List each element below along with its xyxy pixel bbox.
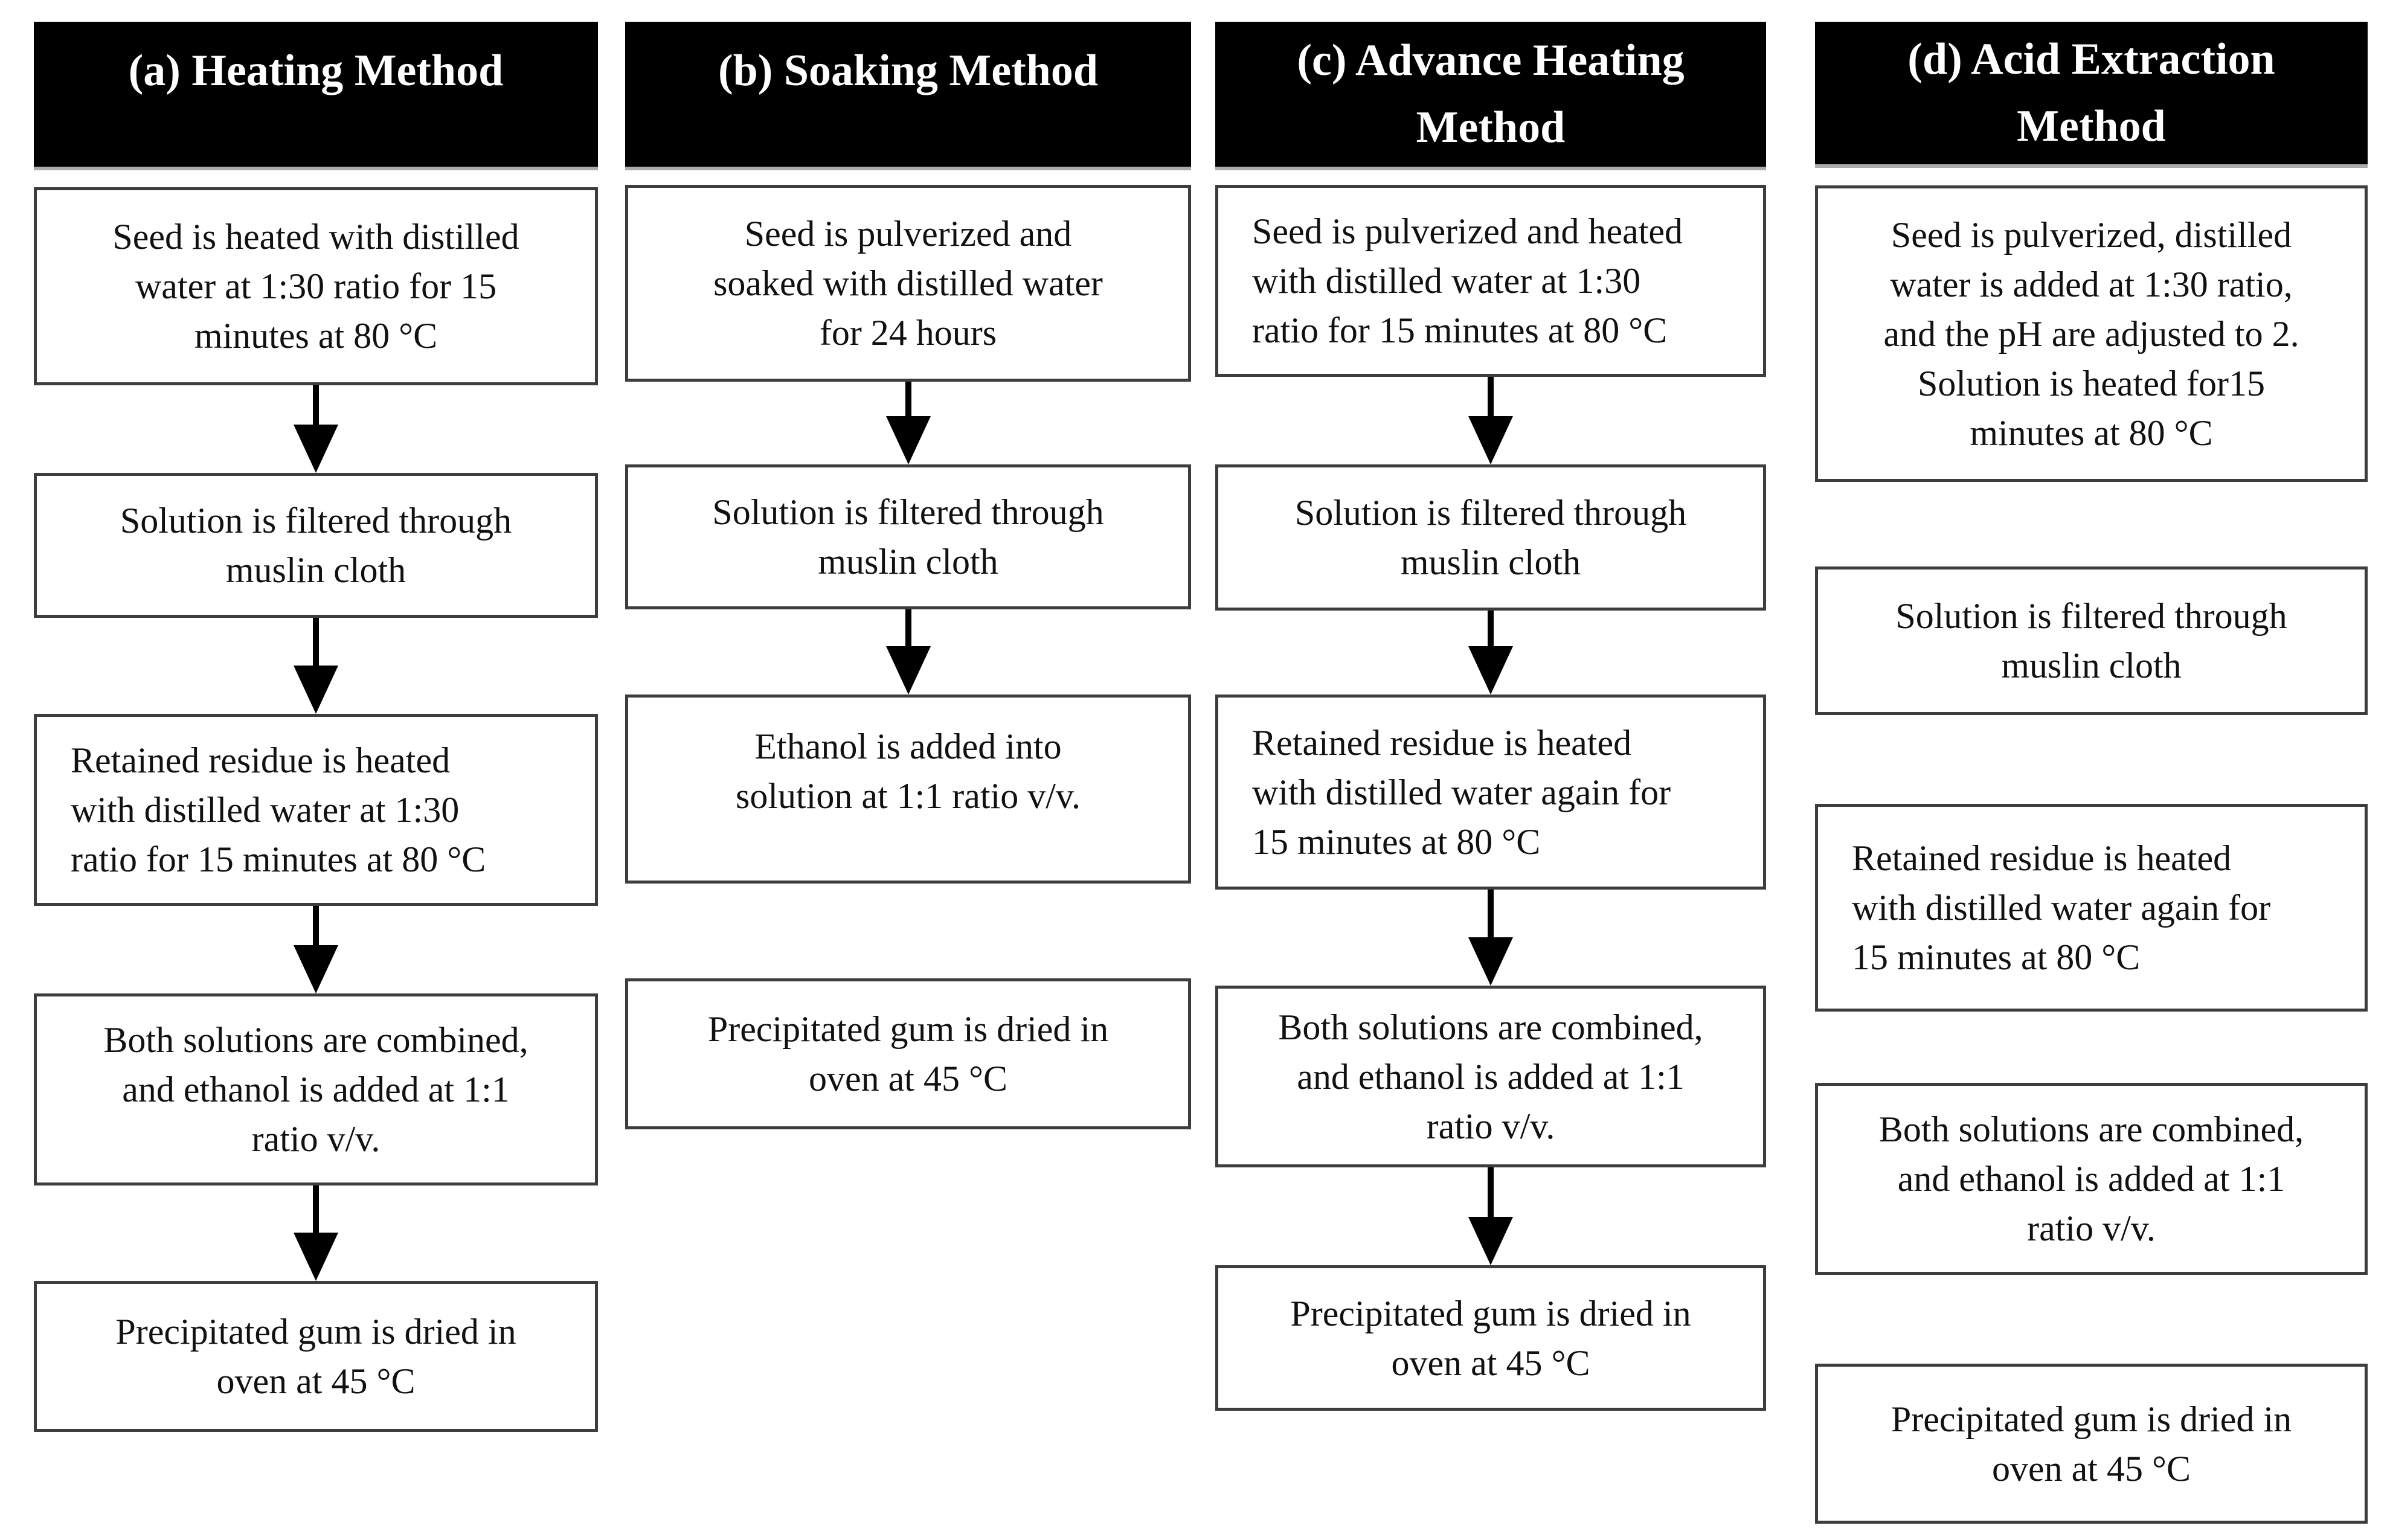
- step-box-a1: Seed is heated with distilled water at 1…: [34, 187, 598, 385]
- down-arrow-icon: [292, 906, 340, 993]
- down-arrow-icon: [1466, 377, 1515, 464]
- step-box-c1: Seed is pulverized and heated with disti…: [1215, 185, 1766, 377]
- arrow-shaft: [313, 385, 319, 425]
- arrow-shaft: [313, 906, 319, 945]
- step-text: Both solutions are combined, and ethanol…: [103, 1020, 528, 1159]
- column-acid-extraction-method: (d) Acid Extraction Method Seed is pulve…: [1815, 0, 2368, 1540]
- arrow-head: [1468, 416, 1513, 464]
- step-box-a2: Solution is filtered through muslin clot…: [34, 473, 598, 618]
- step-text: Seed is pulverized and soaked with disti…: [713, 214, 1103, 353]
- step-text: Precipitated gum is dried in oven at 45 …: [1290, 1293, 1691, 1383]
- arrow-head: [294, 666, 338, 714]
- arrow-shaft: [1488, 611, 1494, 646]
- arrow-shaft: [1488, 890, 1494, 937]
- step-box-d2: Solution is filtered through muslin clot…: [1815, 566, 2368, 715]
- step-text: Solution is filtered through muslin clot…: [1895, 596, 2287, 685]
- column-c-title: (c) Advance Heating Method: [1297, 36, 1685, 152]
- arrow-head: [294, 425, 338, 473]
- column-d-header: (d) Acid Extraction Method: [1815, 22, 2368, 168]
- step-box-d5: Precipitated gum is dried in oven at 45 …: [1815, 1364, 2368, 1524]
- step-text: Solution is filtered through muslin clot…: [1294, 493, 1687, 582]
- arrow-shaft: [905, 609, 911, 646]
- down-arrow-icon: [292, 618, 340, 714]
- down-arrow-icon: [884, 609, 933, 695]
- step-box-b2: Solution is filtered through muslin clot…: [625, 464, 1191, 609]
- column-heating-method: (a) Heating Method Seed is heated with d…: [34, 0, 598, 1540]
- step-box-a4: Both solutions are combined, and ethanol…: [34, 993, 598, 1185]
- arrow-head: [1468, 1217, 1513, 1265]
- down-arrow-icon: [1466, 890, 1515, 986]
- arrow-head: [1468, 937, 1513, 986]
- step-text: Solution is filtered through muslin clot…: [120, 501, 512, 590]
- arrow-shaft: [313, 618, 319, 666]
- down-arrow-icon: [1466, 1167, 1515, 1265]
- step-text: Ethanol is added into solution at 1:1 ra…: [735, 727, 1081, 816]
- step-text: Seed is pulverized and heated with disti…: [1252, 211, 1683, 350]
- step-text: Precipitated gum is dried in oven at 45 …: [707, 1009, 1109, 1099]
- arrow-head: [885, 416, 931, 464]
- step-text: Precipitated gum is dried in oven at 45 …: [1890, 1399, 2292, 1489]
- arrow-shaft: [1488, 377, 1494, 416]
- step-box-c3: Retained residue is heated with distille…: [1215, 695, 1766, 890]
- arrow-head: [294, 945, 338, 993]
- step-box-b4: Precipitated gum is dried in oven at 45 …: [625, 978, 1191, 1129]
- column-a-header: (a) Heating Method: [34, 22, 598, 170]
- step-box-b1: Seed is pulverized and soaked with disti…: [625, 185, 1191, 382]
- step-box-c4: Both solutions are combined, and ethanol…: [1215, 986, 1766, 1167]
- column-a-title: (a) Heating Method: [128, 45, 504, 95]
- step-box-a3: Retained residue is heated with distille…: [34, 714, 598, 906]
- step-text: Seed is pulverized, distilled water is a…: [1883, 214, 2299, 453]
- down-arrow-icon: [884, 382, 933, 464]
- column-advance-heating-method: (c) Advance Heating Method Seed is pulve…: [1215, 0, 1766, 1540]
- step-box-d4: Both solutions are combined, and ethanol…: [1815, 1083, 2368, 1275]
- down-arrow-icon: [292, 1185, 340, 1281]
- column-c-header: (c) Advance Heating Method: [1215, 22, 1766, 170]
- step-text: Retained residue is heated with distille…: [1252, 722, 1671, 862]
- step-box-c2: Solution is filtered through muslin clot…: [1215, 464, 1766, 611]
- step-box-d1: Seed is pulverized, distilled water is a…: [1815, 185, 2368, 482]
- column-b-title: (b) Soaking Method: [718, 45, 1099, 95]
- column-d-title: (d) Acid Extraction Method: [1907, 34, 2275, 151]
- step-box-b3: Ethanol is added into solution at 1:1 ra…: [625, 695, 1191, 884]
- arrow-shaft: [313, 1185, 319, 1233]
- arrow-shaft: [1488, 1167, 1494, 1217]
- down-arrow-icon: [292, 385, 340, 473]
- step-box-c5: Precipitated gum is dried in oven at 45 …: [1215, 1265, 1766, 1411]
- arrow-head: [885, 646, 931, 695]
- step-text: Both solutions are combined, and ethanol…: [1878, 1109, 2304, 1248]
- step-text: Precipitated gum is dried in oven at 45 …: [115, 1312, 516, 1401]
- step-box-a5: Precipitated gum is dried in oven at 45 …: [34, 1281, 598, 1432]
- step-box-d3: Retained residue is heated with distille…: [1815, 804, 2368, 1012]
- column-b-header: (b) Soaking Method: [625, 22, 1191, 170]
- step-text: Both solutions are combined, and ethanol…: [1278, 1007, 1703, 1146]
- arrow-shaft: [905, 382, 911, 416]
- step-text: Retained residue is heated with distille…: [71, 740, 486, 879]
- step-text: Retained residue is heated with distille…: [1852, 838, 2271, 977]
- down-arrow-icon: [1466, 611, 1515, 695]
- arrow-head: [1468, 646, 1513, 695]
- step-text: Solution is filtered through muslin clot…: [712, 492, 1104, 582]
- arrow-head: [294, 1233, 338, 1281]
- step-text: Seed is heated with distilled water at 1…: [112, 217, 519, 356]
- column-soaking-method: (b) Soaking Method Seed is pulverized an…: [625, 0, 1191, 1540]
